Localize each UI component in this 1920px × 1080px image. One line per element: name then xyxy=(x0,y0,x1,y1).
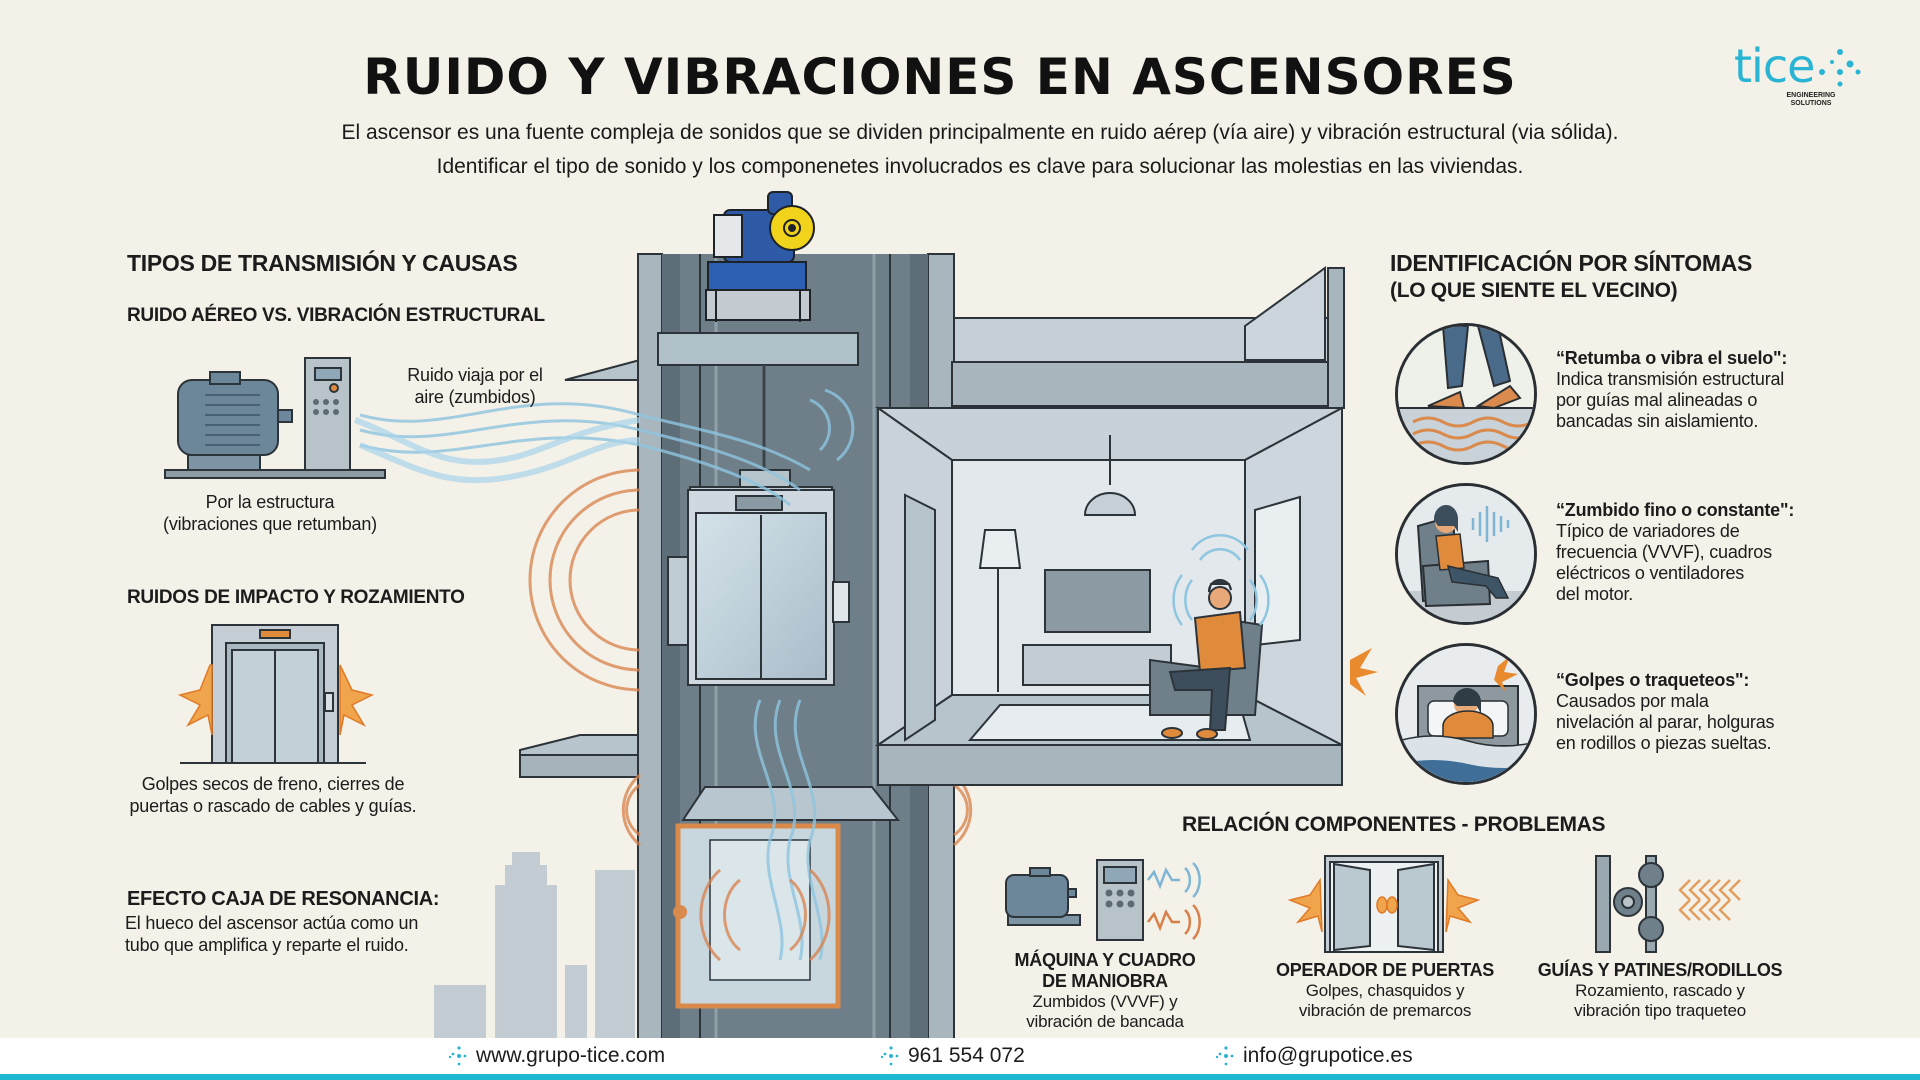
elevator-door-impact-icon xyxy=(180,624,366,764)
person-bed-knocking-icon xyxy=(1395,643,1537,785)
logo-tagline-line-1: ENGINEERING xyxy=(1786,92,1836,99)
component-desc: Rozamiento, rascado y xyxy=(1575,981,1745,1000)
apartment-upper-floor xyxy=(951,266,1345,409)
symptoms-section-title: IDENTIFICACIÓN POR SÍNTOMAS (LO QUE SIEN… xyxy=(1390,250,1752,304)
footer-website[interactable]: www.grupo-tice.com xyxy=(476,1044,666,1067)
component-guides-rollers: GUÍAS Y PATINES/RODILLOS Rozamiento, ras… xyxy=(1525,960,1795,1021)
resonance-heading: EFECTO CAJA DE RESONANCIA: xyxy=(127,888,440,910)
component-machine: MÁQUINA Y CUADRO DE MANIOBRA Zumbidos (V… xyxy=(1000,950,1210,1032)
symptom-constant-hum: “Zumbido fino o constante": Típico de va… xyxy=(1556,500,1816,605)
component-desc: Golpes, chasquidos y xyxy=(1305,981,1465,1000)
structure-noise-caption: Por la estructura (vibraciones que retum… xyxy=(140,491,400,535)
friction-chevrons-icon xyxy=(1678,879,1741,921)
city-skyline xyxy=(434,852,635,1040)
guide-rails-rollers-icon xyxy=(1595,855,1664,953)
neighbor-in-armchair xyxy=(1149,578,1264,740)
machine-control-panel-icon xyxy=(1005,859,1144,941)
symptom-line: eléctricos o ventiladores xyxy=(1556,563,1745,583)
elevator-car-lower-resonance xyxy=(673,786,901,1009)
symptom-line: del motor. xyxy=(1556,584,1634,604)
components-section-title: RELACIÓN COMPONENTES - PROBLEMAS xyxy=(1182,813,1606,836)
transmission-section-title: TIPOS DE TRANSMISIÓN Y CAUSAS xyxy=(127,250,518,276)
component-door-operator: OPERADOR DE PUERTAS Golpes, chasquidos y… xyxy=(1265,960,1505,1021)
symptom-quote: “Golpes o traqueteos": xyxy=(1556,670,1750,690)
airborne-vs-structural-heading: RUIDO AÉREO VS. VIBRACIÓN ESTRUCTURAL xyxy=(127,305,545,326)
dots-cross-icon xyxy=(1215,1046,1234,1066)
hearing-noise-waves xyxy=(1172,534,1270,626)
symptom-line: Típico de variadores de xyxy=(1556,521,1740,541)
air-flow-icon xyxy=(353,417,641,484)
component-desc: Zumbidos (VVVF) y xyxy=(1032,992,1178,1011)
feet-vibrating-floor-icon xyxy=(1395,323,1537,465)
footer-website-link[interactable]: www.grupo-tice.com xyxy=(448,1044,665,1068)
resonance-caption-line-2: tubo que amplifica y reparte el ruido. xyxy=(125,935,409,955)
logo-tagline: ENGINEERING SOLUTIONS xyxy=(1776,92,1846,108)
footer xyxy=(0,1038,1920,1080)
component-name: MÁQUINA Y CUADRO xyxy=(1014,950,1196,970)
footer-email-link[interactable]: info@grupotice.es xyxy=(1215,1044,1413,1068)
air-noise-caption: Ruido viaja por el aire (zumbidos) xyxy=(395,364,555,408)
motor-and-control-cabinet-icon xyxy=(164,357,386,479)
footer-phone-link[interactable]: 961 554 072 xyxy=(880,1044,1025,1068)
symptom-quote: “Retumba o vibra el suelo": xyxy=(1556,348,1788,368)
resonance-caption: El hueco del ascensor actúa como un tubo… xyxy=(125,912,455,956)
symptom-line: nivelación al parar, holguras xyxy=(1556,712,1775,732)
dots-cross-icon xyxy=(1819,49,1861,87)
wall-impact-burst xyxy=(1350,648,1378,696)
dots-cross-icon xyxy=(448,1046,467,1066)
impact-caption: Golpes secos de freno, cierres de puerta… xyxy=(118,773,428,817)
elevator-machine xyxy=(705,191,815,322)
symptoms-title-line-2: (LO QUE SIENTE EL VECINO) xyxy=(1390,279,1678,302)
symptom-line: Causados por mala xyxy=(1556,691,1709,711)
impact-friction-heading: RUIDOS DE IMPACTO Y ROZAMIENTO xyxy=(127,587,465,608)
symptom-line: Indica transmisión estructural xyxy=(1556,369,1785,389)
structure-caption-line-1: Por la estructura xyxy=(205,492,335,512)
air-caption-line-1: Ruido viaja por el xyxy=(407,365,543,385)
resonance-caption-line-1: El hueco del ascensor actúa como un xyxy=(125,913,419,933)
symptom-line: en rodillos o piezas sueltas. xyxy=(1556,733,1772,753)
intro-text-line-1: El ascensor es una fuente compleja de so… xyxy=(341,121,1619,144)
symptom-knocking: “Golpes o traqueteos": Causados por mala… xyxy=(1556,670,1816,754)
footer-phone[interactable]: 961 554 072 xyxy=(908,1044,1025,1067)
building-cross-section-illustration xyxy=(164,191,1741,1040)
component-desc: vibración de premarcos xyxy=(1298,1001,1472,1020)
symptoms-title-line-1: IDENTIFICACIÓN POR SÍNTOMAS xyxy=(1390,250,1753,276)
component-name: DE MANIOBRA xyxy=(1042,971,1168,991)
symptom-line: por guías mal alineadas o xyxy=(1556,390,1758,410)
footer-email[interactable]: info@grupotice.es xyxy=(1243,1044,1413,1067)
tice-logo: tice ENGINEERING SOLUTIONS xyxy=(1730,40,1870,112)
person-armchair-hum-icon xyxy=(1395,483,1537,625)
symptom-line: frecuencia (VVVF), cuadros xyxy=(1556,542,1772,562)
apartment-living-room xyxy=(874,406,1343,786)
symptom-quote: “Zumbido fino o constante": xyxy=(1556,500,1795,520)
impact-caption-line-2: puertas o rascado de cables y guías. xyxy=(129,796,417,816)
symptom-line: bancadas sin aislamiento. xyxy=(1556,411,1759,431)
dots-cross-icon xyxy=(880,1046,899,1066)
component-desc: vibración de bancada xyxy=(1026,1012,1184,1031)
intro-text-line-2: Identificar el tipo de sonido y los comp… xyxy=(436,155,1524,178)
component-desc: vibración tipo traqueteo xyxy=(1574,1001,1746,1020)
hum-wave-icons xyxy=(1147,862,1201,940)
component-name: GUÍAS Y PATINES/RODILLOS xyxy=(1537,960,1783,980)
air-caption-line-2: aire (zumbidos) xyxy=(414,387,536,407)
impact-burst-icon xyxy=(177,664,375,736)
elevator-car-upper xyxy=(667,469,850,686)
component-name: OPERADOR DE PUERTAS xyxy=(1276,960,1494,980)
structure-caption-line-2: (vibraciones que retumban) xyxy=(163,514,377,534)
impact-caption-line-1: Golpes secos de freno, cierres de xyxy=(141,774,405,794)
logo-wordmark: tice xyxy=(1734,39,1815,93)
symptom-floor-vibration: “Retumba o vibra el suelo": Indica trans… xyxy=(1556,348,1816,432)
logo-tagline-line-2: SOLUTIONS xyxy=(1790,100,1832,107)
door-burst-icons xyxy=(1287,877,1481,933)
footer-accent-bar xyxy=(0,1074,1920,1080)
page-title: RUIDO Y VIBRACIONES EN ASCENSORES xyxy=(363,48,1517,106)
